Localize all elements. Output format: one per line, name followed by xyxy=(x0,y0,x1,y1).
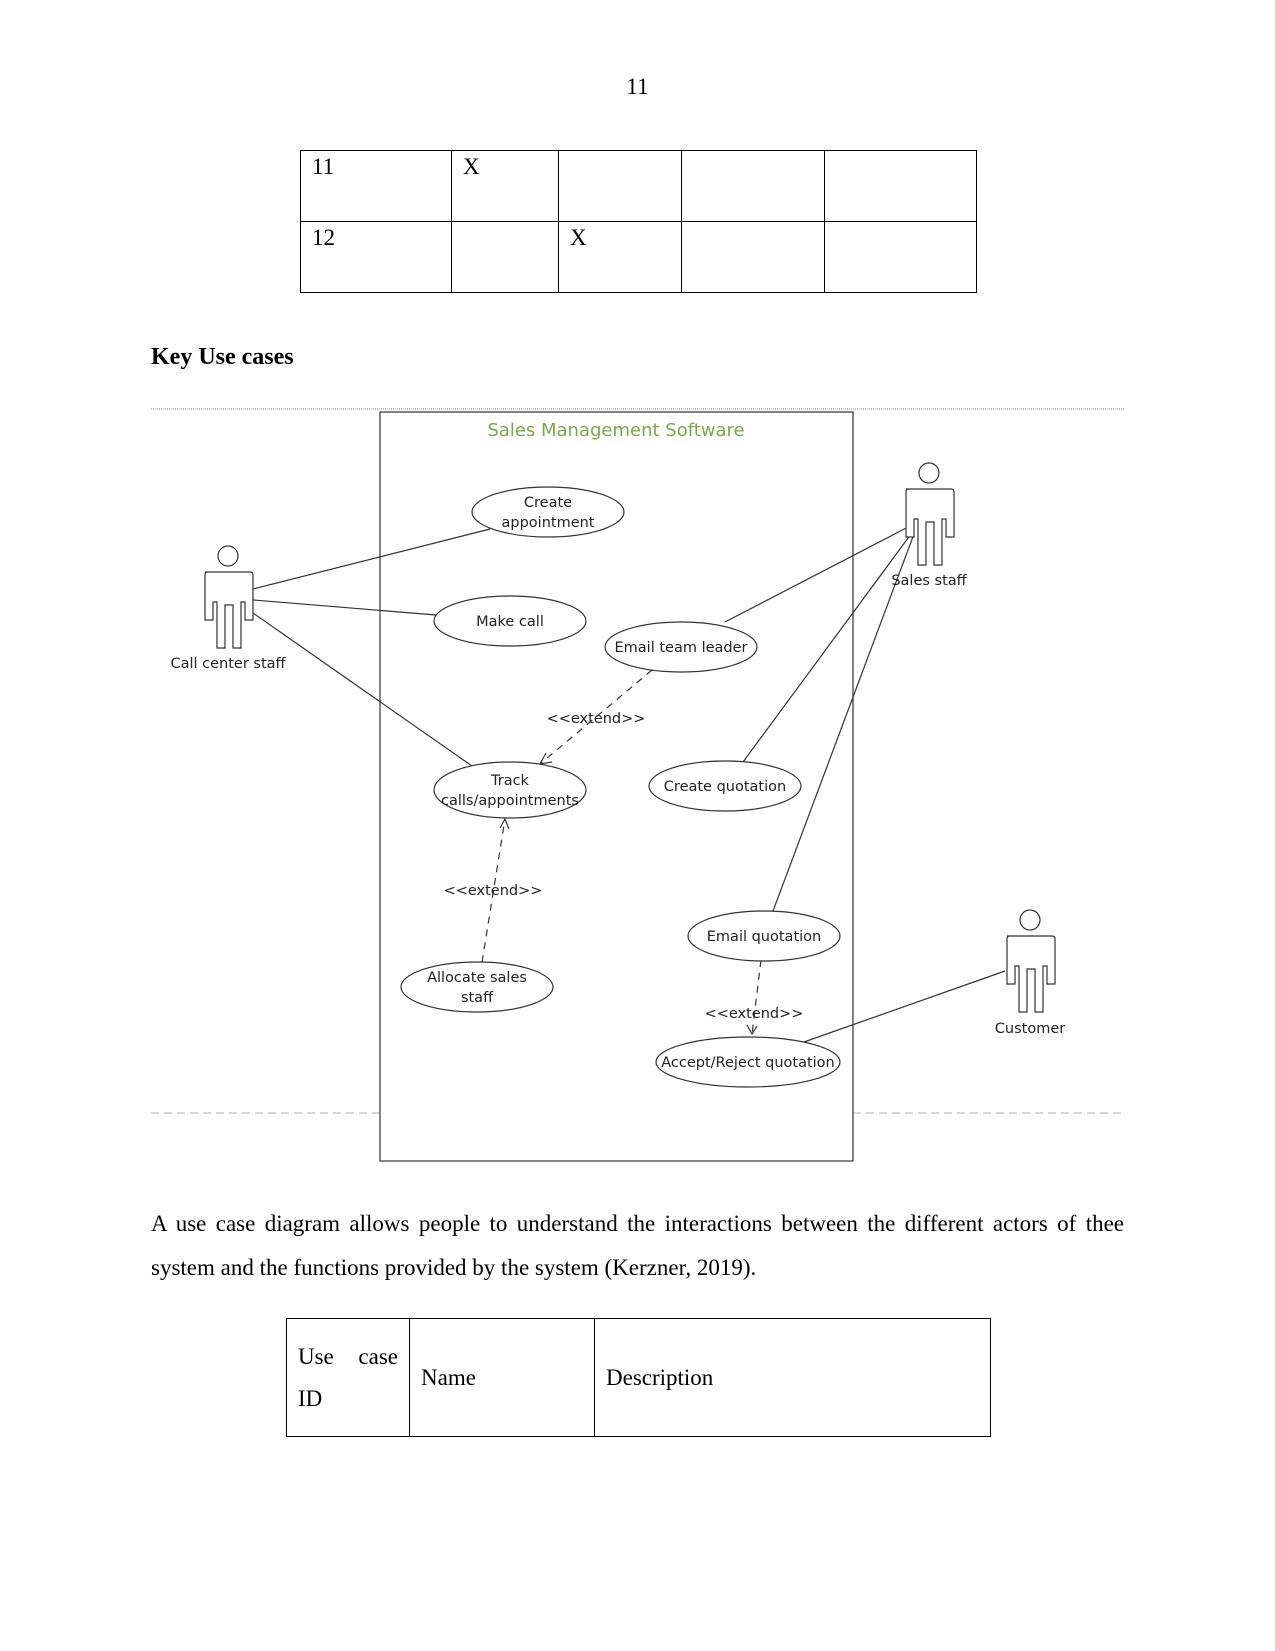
use-case-label: Email team leader xyxy=(615,640,748,656)
actor-sales-staff xyxy=(905,462,955,566)
table-cell: 11 xyxy=(300,150,452,222)
header-description: Description xyxy=(594,1318,991,1437)
use-case-create-appointment xyxy=(471,486,625,538)
table-cell xyxy=(681,221,825,293)
use-case-diagram-svg: Sales Management Software <<extend>> <<e… xyxy=(151,408,1125,1162)
use-case-label: Create xyxy=(524,495,572,511)
header-use-case-id: Use case ID xyxy=(286,1318,410,1437)
association-line xyxy=(252,599,437,616)
header-text: ID xyxy=(298,1385,323,1411)
use-case-label: Track xyxy=(490,773,530,789)
use-case-label: calls/appointments xyxy=(441,793,579,809)
table-header-row: Use case ID Name Description xyxy=(286,1318,991,1437)
use-case-label: staff xyxy=(461,990,494,1006)
system-title: Sales Management Software xyxy=(487,420,744,441)
use-case-label: Accept/Reject quotation xyxy=(661,1055,834,1071)
use-case-make-call xyxy=(433,595,587,647)
arrowhead xyxy=(746,1024,758,1036)
use-case-label: Make call xyxy=(476,614,544,630)
actor-customer xyxy=(1006,909,1056,1013)
association-line xyxy=(252,612,473,767)
table-cell xyxy=(558,150,682,222)
actor-body-icon xyxy=(1006,935,1056,1013)
extend-arrow xyxy=(539,669,653,765)
table-cell xyxy=(824,221,977,293)
association-line xyxy=(724,524,913,623)
actor-head-icon xyxy=(217,545,239,567)
header-text: Use case xyxy=(298,1343,398,1369)
actor-head-icon xyxy=(918,462,940,484)
association-line xyxy=(803,970,1006,1043)
actor-label: Sales staff xyxy=(891,573,967,589)
table-cell: X xyxy=(451,150,559,222)
extend-arrow xyxy=(751,959,762,1035)
system-boundary xyxy=(379,411,854,1162)
matrix-table: 11 X 12 X xyxy=(300,150,977,293)
header-name: Name xyxy=(409,1318,595,1437)
table-row: 11 X xyxy=(300,150,977,222)
table-cell: X xyxy=(558,221,682,293)
use-case-create-quotation xyxy=(648,760,802,812)
extend-label: <<extend>> xyxy=(705,1006,804,1022)
extend-arrow xyxy=(481,818,506,963)
use-case-track-calls xyxy=(433,761,587,819)
use-case-label: Create quotation xyxy=(664,779,786,795)
table-row: 12 X xyxy=(300,221,977,293)
table-cell xyxy=(681,150,825,222)
section-heading: Key Use cases xyxy=(151,344,294,370)
actor-body-icon xyxy=(905,488,955,566)
table-cell xyxy=(824,150,977,222)
actor-label: Customer xyxy=(995,1021,1065,1037)
association-line xyxy=(252,528,491,590)
extend-label: <<extend>> xyxy=(444,883,543,899)
page-number: 11 xyxy=(626,74,649,99)
extend-label: <<extend>> xyxy=(547,711,646,727)
actor-head-icon xyxy=(1019,909,1041,931)
actor-call-center-staff xyxy=(204,545,254,649)
actor-body-icon xyxy=(204,571,254,649)
actor-label: Call center staff xyxy=(170,656,286,672)
use-case-label: Allocate sales xyxy=(427,970,527,986)
arrowhead xyxy=(499,817,510,830)
use-case-table: Use case ID Name Description xyxy=(286,1318,991,1437)
use-case-diagram: Sales Management Software <<extend>> <<e… xyxy=(0,400,1275,1170)
table-cell xyxy=(451,221,559,293)
use-case-email-quotation xyxy=(687,910,841,962)
use-case-accept-reject-quotation xyxy=(655,1036,841,1088)
table-cell: 12 xyxy=(300,221,452,293)
body-paragraph: A use case diagram allows people to unde… xyxy=(151,1211,1124,1280)
use-case-label: appointment xyxy=(502,515,595,531)
use-case-allocate-sales-staff xyxy=(400,961,554,1013)
association-line xyxy=(742,529,915,763)
association-line xyxy=(772,533,915,912)
use-case-email-team-leader xyxy=(604,621,758,673)
use-case-label: Email quotation xyxy=(707,929,821,945)
